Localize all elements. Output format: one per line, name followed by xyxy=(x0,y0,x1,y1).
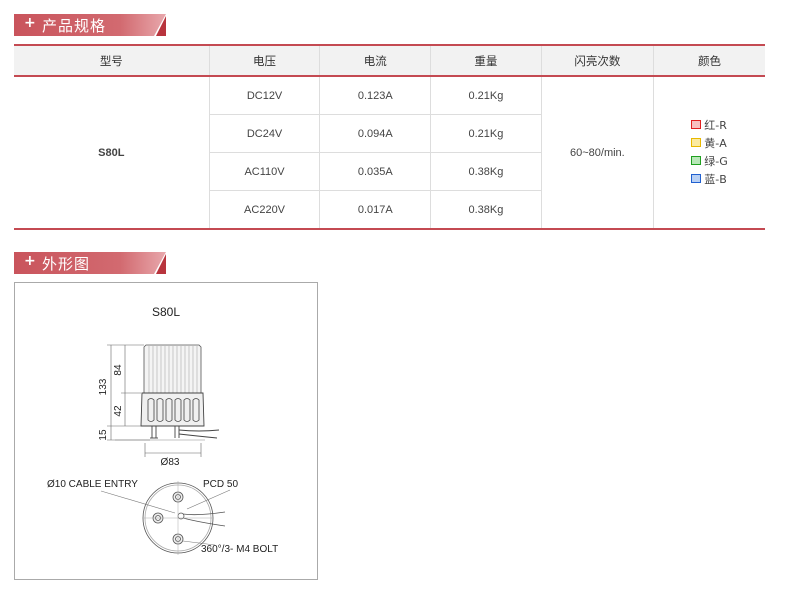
col-header-voltage: 电压 xyxy=(208,44,320,77)
cable-entry-label: Ø10 CABLE ENTRY xyxy=(47,479,138,490)
voltage-cell: DC24V xyxy=(208,114,320,153)
dim-42-label: 42 xyxy=(113,405,124,417)
plus-icon: + xyxy=(24,253,36,269)
table-row: S80L DC12V 0.123A 0.21Kg 60~80/min. 红-R … xyxy=(14,76,765,230)
green-swatch-icon xyxy=(691,156,702,165)
color-cell: 红-R 黄-A 绿-G 蓝-B xyxy=(652,76,765,230)
outline-section-header: + 外形图 xyxy=(14,252,166,274)
technical-drawing: 133 84 42 15 Ø83 Ø10 CABLE ENTRY PCD 50 … xyxy=(47,344,278,555)
color-label: 蓝-B xyxy=(704,172,727,186)
color-item-blue: 蓝-B xyxy=(691,171,728,189)
bolt-label: 360°/3- M4 BOLT xyxy=(201,544,278,555)
color-label: 红-R xyxy=(704,118,727,132)
spec-section-header: + 产品规格 xyxy=(14,14,166,36)
dimension-lines xyxy=(107,344,202,457)
weight-cell: 0.21Kg xyxy=(430,114,542,153)
lamp-bottom xyxy=(115,426,220,441)
spec-table: 型号 电压 电流 重量 闪亮次数 颜色 S80L DC12V 0.123A 0.… xyxy=(14,44,765,230)
current-cell: 0.094A xyxy=(319,114,431,153)
current-cell: 0.017A xyxy=(319,190,431,230)
dim-84-label: 84 xyxy=(113,364,124,376)
voltage-cell: AC110V xyxy=(208,152,320,191)
blue-swatch-icon xyxy=(691,174,702,183)
weight-cell: 0.38Kg xyxy=(430,152,542,191)
col-header-current: 电流 xyxy=(319,44,431,77)
bottom-view xyxy=(100,481,231,555)
col-header-weight: 重量 xyxy=(430,44,542,77)
col-header-model: 型号 xyxy=(14,44,210,77)
color-list: 红-R 黄-A 绿-G 蓝-B xyxy=(691,117,728,189)
current-cell: 0.123A xyxy=(319,76,431,115)
section-title: 外形图 xyxy=(42,255,91,273)
section-header-bg xyxy=(14,252,166,274)
color-item-green: 绿-G xyxy=(691,153,728,171)
dim-133-label: 133 xyxy=(98,378,109,395)
color-item-red: 红-R xyxy=(691,117,728,135)
weight-cell: 0.38Kg xyxy=(430,190,542,230)
color-label: 黄-A xyxy=(704,136,727,150)
dim-diameter-label: Ø83 xyxy=(161,457,180,468)
voltage-cell: AC220V xyxy=(208,190,320,230)
col-header-color: 颜色 xyxy=(652,44,765,77)
red-swatch-icon xyxy=(691,120,702,129)
plus-icon: + xyxy=(24,15,36,31)
voltage-cell: DC12V xyxy=(208,76,320,115)
pcd-label: PCD 50 xyxy=(203,479,238,490)
dim-15-label: 15 xyxy=(98,429,109,441)
amber-swatch-icon xyxy=(691,138,702,147)
lamp-base xyxy=(140,392,205,427)
table-row: AC220V 0.017A 0.38Kg xyxy=(14,190,765,230)
flash-cell: 60~80/min. xyxy=(540,76,654,230)
table-header-row: 型号 电压 电流 重量 闪亮次数 颜色 xyxy=(14,44,765,77)
section-title: 产品规格 xyxy=(42,17,107,35)
lamp-dome xyxy=(143,344,202,394)
table-row: DC24V 0.094A 0.21Kg xyxy=(14,114,765,153)
model-cell: S80L xyxy=(14,76,210,230)
col-header-flash: 闪亮次数 xyxy=(540,44,654,77)
color-item-amber: 黄-A xyxy=(691,135,728,153)
weight-cell: 0.21Kg xyxy=(430,76,542,115)
section-header-bg xyxy=(14,14,166,36)
drawing-title: S80L xyxy=(151,305,181,319)
current-cell: 0.035A xyxy=(319,152,431,191)
outline-drawing: S80L xyxy=(14,282,318,580)
table-row: AC110V 0.035A 0.38Kg xyxy=(14,152,765,191)
color-label: 绿-G xyxy=(704,154,728,168)
